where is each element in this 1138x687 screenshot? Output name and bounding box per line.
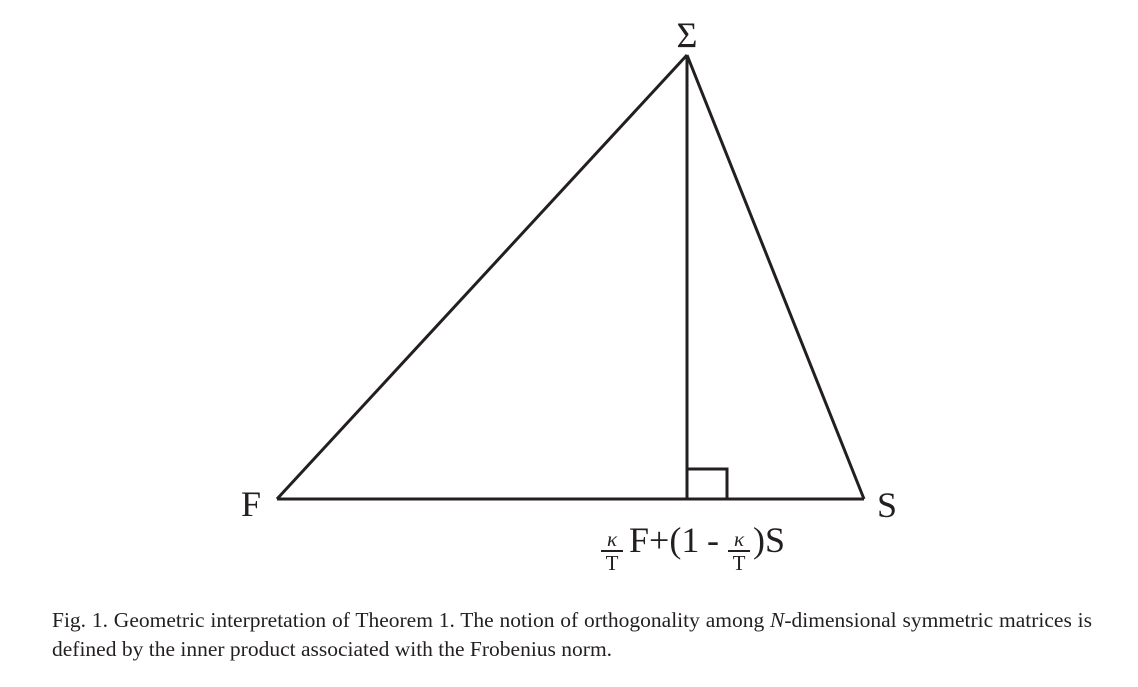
fraction-1-numerator: κ	[607, 527, 618, 551]
vertex-label-sigma: Σ	[677, 15, 698, 55]
formula-minus: -	[707, 520, 719, 560]
fraction-1-denominator: T	[606, 551, 619, 575]
right-angle-marker	[687, 467, 729, 499]
side-f-sigma	[275, 53, 689, 501]
foot-point-label: κ T F+(1 - κ T )S	[601, 520, 785, 575]
vertex-label-s: S	[877, 485, 897, 525]
vertex-label-f: F	[241, 484, 261, 524]
triangle-diagram: Σ F S κ T F+(1 - κ T )S	[241, 15, 897, 575]
figure-caption: Fig. 1. Geometric interpretation of Theo…	[52, 606, 1092, 664]
formula-part-2: )S	[753, 520, 785, 560]
fraction-2-denominator: T	[733, 551, 746, 575]
caption-emphasis: N	[770, 608, 785, 632]
caption-suffix: -dimensional symmetric matrices is defin…	[52, 608, 1092, 661]
caption-prefix: Fig. 1. Geometric interpretation of Theo…	[52, 608, 771, 632]
side-sigma-s	[685, 54, 866, 500]
formula-part-1: F+(1	[629, 520, 699, 560]
fraction-2-numerator: κ	[734, 527, 745, 551]
